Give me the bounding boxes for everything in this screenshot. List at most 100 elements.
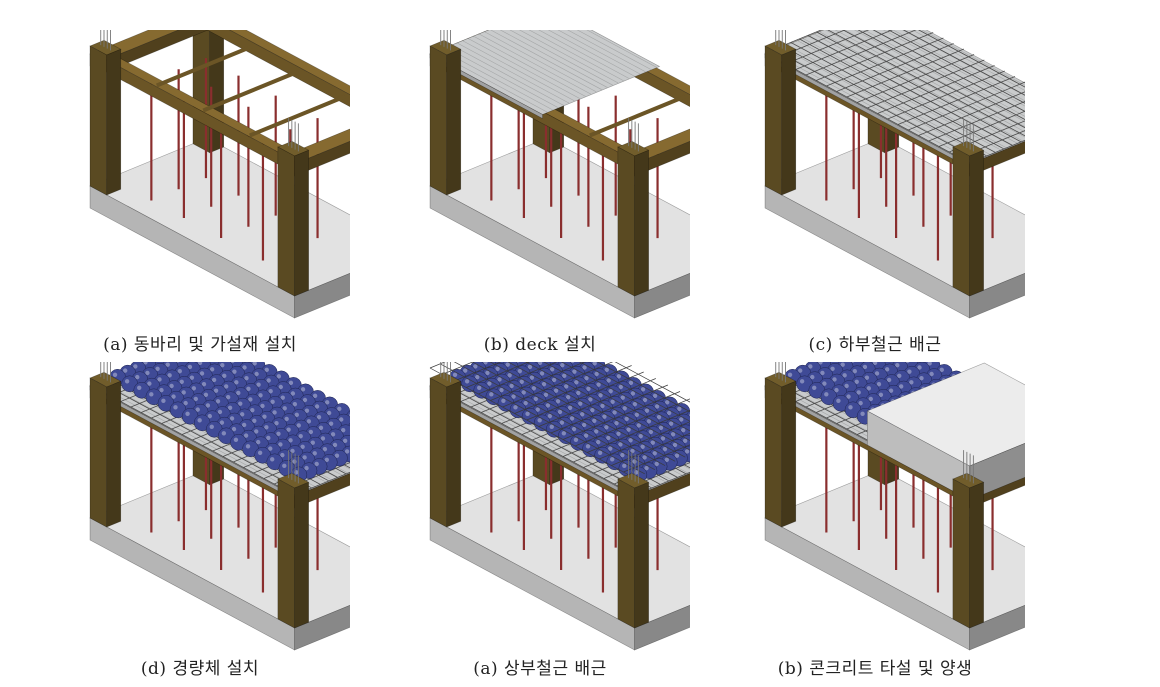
- deck-rib: [472, 35, 586, 97]
- ball-highlight: [658, 425, 664, 431]
- ball-highlight: [521, 390, 526, 395]
- top-rebar-bar: [596, 362, 690, 413]
- deck-rib: [769, 51, 975, 162]
- ball-highlight: [650, 440, 655, 445]
- ball-highlight: [173, 405, 178, 410]
- ball-highlight: [606, 378, 611, 383]
- ball-highlight: [630, 391, 636, 396]
- bottom-rebar-bar: [887, 70, 1005, 120]
- ball-highlight: [895, 362, 900, 368]
- ball-highlight: [531, 386, 537, 391]
- ball-highlight: [342, 438, 348, 444]
- ball-highlight: [537, 418, 542, 423]
- bottom-rebar-bar: [790, 42, 996, 153]
- ball-highlight: [177, 368, 182, 374]
- ball-highlight: [860, 411, 865, 416]
- column-side: [969, 149, 984, 297]
- ball-highlight: [638, 433, 643, 439]
- ball-highlight: [856, 390, 861, 395]
- column-front: [952, 146, 970, 297]
- ball-highlight: [225, 394, 231, 400]
- ball-highlight: [320, 436, 326, 441]
- ball-highlight: [296, 423, 301, 428]
- top-rebar-bar: [489, 362, 676, 462]
- illustration-concrete: [764, 362, 1025, 651]
- ball-highlight: [238, 401, 243, 406]
- ball-highlight: [644, 408, 650, 413]
- ball-highlight: [509, 383, 514, 389]
- ball-highlight: [535, 407, 540, 412]
- column-side: [781, 380, 797, 528]
- ball-highlight: [517, 368, 522, 374]
- top-rebar-bar: [526, 371, 644, 421]
- bottom-rebar-bar: [764, 52, 970, 164]
- ball-highlight: [640, 387, 646, 392]
- ball-highlight: [254, 429, 259, 434]
- column-front: [952, 478, 970, 629]
- ball-highlight: [219, 420, 225, 425]
- ball-highlight: [179, 379, 184, 384]
- ball-highlight: [135, 374, 140, 380]
- ball-highlight: [252, 362, 257, 366]
- ball-highlight: [477, 385, 482, 390]
- bottom-rebar-bar: [872, 30, 1025, 112]
- column-side: [294, 149, 309, 297]
- ball-highlight: [846, 394, 851, 399]
- floor-slab-side: [294, 272, 350, 319]
- ball-highlight: [143, 362, 148, 365]
- ball-highlight: [618, 384, 623, 390]
- ball-highlight: [197, 362, 203, 366]
- top-rebar-bar: [441, 362, 474, 375]
- column-side: [781, 48, 797, 196]
- ball-highlight: [464, 379, 470, 384]
- ball-highlight: [519, 379, 524, 384]
- ball-highlight: [276, 374, 282, 379]
- ball-highlight: [594, 371, 599, 377]
- ball-highlight: [578, 401, 583, 406]
- bottom-rebar-bar: [785, 30, 870, 65]
- top-rebar-bar: [611, 432, 690, 466]
- temporary-joist: [248, 94, 346, 138]
- ball-highlight: [268, 446, 273, 451]
- deck-rib: [825, 30, 1025, 138]
- top-rebar-bar: [599, 421, 690, 460]
- bottom-rebar-bar: [438, 381, 644, 492]
- ball-highlight: [193, 396, 198, 402]
- ball-highlight: [595, 439, 601, 445]
- ball-highlight: [677, 406, 682, 412]
- ball-highlight: [579, 412, 585, 417]
- ball-highlight: [344, 449, 350, 454]
- ball-highlight: [318, 425, 324, 431]
- top-rebar-bar: [429, 367, 635, 479]
- ball-highlight: [250, 407, 255, 413]
- bottom-rebar-bar: [826, 37, 944, 87]
- bottom-rebar-bar: [856, 54, 975, 103]
- deck-rib: [94, 383, 300, 494]
- deck-rib: [557, 30, 641, 75]
- ball-highlight: [242, 365, 247, 370]
- deck-rib: [538, 30, 630, 79]
- deck-rib: [774, 49, 980, 160]
- ball-highlight: [642, 455, 647, 460]
- ball-highlight: [553, 388, 559, 393]
- column: [429, 371, 462, 528]
- ball-highlight: [325, 400, 330, 405]
- ball-highlight: [264, 367, 269, 373]
- deck-rib: [547, 30, 635, 77]
- ball-highlight: [622, 463, 627, 468]
- ball-highlight: [565, 394, 571, 400]
- deck-rib: [528, 30, 624, 81]
- ball-highlight: [897, 373, 902, 379]
- ball-highlight: [664, 457, 670, 462]
- ball-highlight: [187, 364, 193, 370]
- ball-highlight: [644, 465, 649, 471]
- ball-highlight: [583, 433, 589, 438]
- ball-highlight: [836, 398, 841, 403]
- deck-rib: [586, 30, 657, 68]
- ball-highlight: [665, 400, 670, 405]
- ball-highlight: [161, 398, 166, 403]
- ball-highlight: [919, 375, 924, 381]
- ball-highlight: [560, 362, 565, 368]
- ball-highlight: [598, 393, 603, 398]
- ball-highlight: [308, 429, 314, 435]
